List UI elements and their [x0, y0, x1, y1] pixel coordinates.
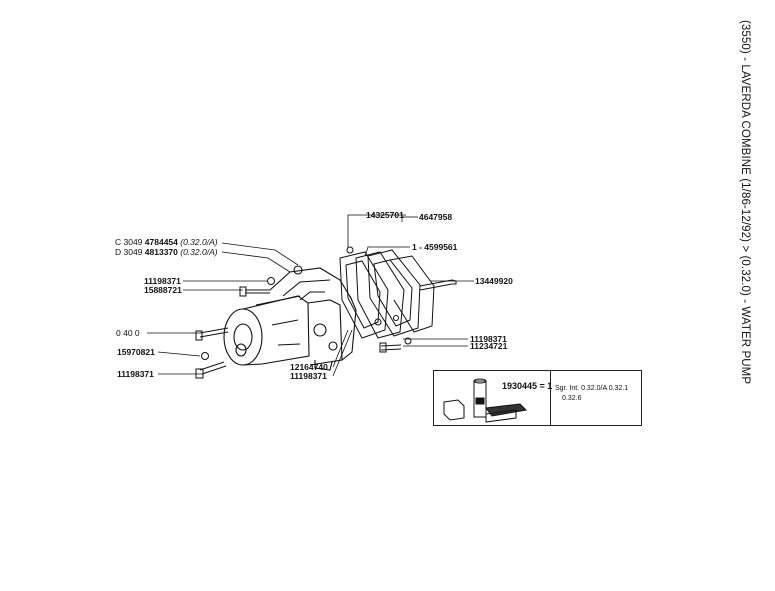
callout-11234721: 11234721	[470, 341, 508, 351]
callout-15888721: 15888721	[144, 285, 182, 295]
stud-13449920	[419, 279, 457, 291]
callout-4599561: 1 - 4599561	[412, 242, 458, 252]
callout-note: (0.32.0/A)	[180, 237, 218, 247]
pump-body	[223, 265, 357, 371]
callout-d3049: D 3049 4813370 (0.32.0/A)	[115, 247, 218, 257]
gasket-plates	[339, 246, 435, 339]
callout-13449920: 13449920	[475, 276, 513, 286]
callout-12164740: 12164740	[290, 362, 328, 372]
stud-0400	[195, 327, 229, 341]
callout-note: (0.32.0/A)	[180, 247, 218, 257]
kit-illustration	[443, 378, 528, 423]
callout-14325701: 14325701	[366, 210, 404, 220]
callout-4647958: 4647958	[419, 212, 453, 222]
washer-15970821	[201, 352, 209, 360]
callout-15970821: 15970821	[117, 347, 155, 357]
leader-lines	[147, 214, 474, 377]
callout-11198371-b: 11198371	[117, 369, 154, 379]
callout-part-number: 4784454	[144, 237, 178, 247]
callout-0400: 0 40 0	[116, 328, 140, 338]
fastener-15888721	[239, 277, 275, 297]
bolt-11198371-right	[379, 337, 412, 353]
callout-11198371-a: 11198371	[144, 276, 181, 286]
callout-prefix: D 3049	[115, 247, 143, 257]
kit-box: 1930445 = 1 Sgr. Int. 0.32.0/A 0.32.1 0.…	[433, 370, 642, 426]
kit-box-divider	[550, 371, 551, 425]
callout-part-number: 4813370	[144, 247, 178, 257]
kit-description-line2: 0.32.6	[562, 395, 582, 402]
page-title-text: (3550) - LAVERDA COMBINE (1/86-12/92) > …	[739, 20, 751, 385]
page-title: (3550) - LAVERDA COMBINE (1/86-12/92) > …	[735, 20, 755, 384]
kit-description-line1: Sgr. Int. 0.32.0/A 0.32.1	[555, 385, 629, 392]
callout-c3049: C 3049 4784454 (0.32.0/A)	[115, 237, 218, 247]
callout-prefix: C 3049	[115, 237, 143, 247]
bolt-11198371-left	[195, 361, 227, 379]
callout-11198371-c: 11198371	[470, 334, 507, 344]
callout-11198371-d: 11198371	[290, 371, 327, 381]
kit-code: 1930445 = 1	[502, 381, 553, 391]
